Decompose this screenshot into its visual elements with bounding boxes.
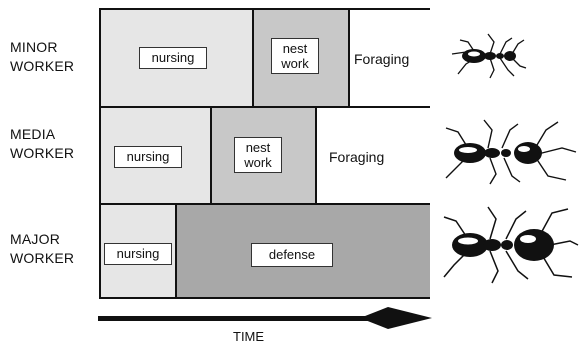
minor-nest-work-cell: nest work [253, 10, 349, 106]
time-arrow-icon [98, 307, 432, 329]
major-worker-ant-icon [443, 206, 579, 284]
minor-nest-work-label: nest work [271, 38, 319, 74]
caste-label-minor: MINOR WORKER [10, 38, 74, 76]
media-divider-a [210, 107, 212, 204]
media-nest-line2: work [244, 155, 272, 170]
major-nursing-cell: nursing [101, 205, 176, 297]
task-grid: nursing nest work Foraging nursing nest … [99, 8, 430, 299]
minor-nest-line2: work [281, 56, 309, 71]
minor-foraging-label: Foraging [354, 51, 410, 67]
media-foraging-cell: Foraging [316, 108, 430, 203]
minor-nest-line1: nest [282, 41, 308, 56]
media-foraging-label: Foraging [329, 149, 385, 165]
caste-minor-line1: MINOR [10, 39, 58, 55]
media-nursing-label: nursing [114, 146, 182, 168]
caste-media-line1: MEDIA [10, 126, 56, 142]
major-defense-label: defense [251, 243, 333, 267]
media-nest-line1: nest [245, 140, 271, 155]
media-worker-ant-icon [445, 119, 577, 185]
minor-foraging-cell: Foraging [349, 10, 430, 106]
media-nest-work-label: nest work [234, 137, 282, 173]
major-defense-cell: defense [176, 205, 430, 297]
minor-worker-ant-icon [451, 33, 527, 79]
row-minor: nursing nest work Foraging [101, 10, 430, 106]
caste-major-line1: MAJOR [10, 231, 60, 247]
major-divider-a [175, 204, 177, 299]
media-nursing-cell: nursing [101, 108, 211, 203]
caste-major-line2: WORKER [10, 250, 75, 266]
time-axis-label: TIME [233, 329, 265, 344]
row-major: nursing defense [101, 205, 430, 297]
major-nursing-label: nursing [104, 243, 172, 265]
media-nest-work-cell: nest work [211, 108, 316, 203]
caste-minor-line2: WORKER [10, 58, 75, 74]
minor-nursing-label: nursing [139, 47, 207, 69]
row-divider-1 [101, 106, 428, 108]
caste-media-line2: WORKER [10, 145, 75, 161]
caste-label-media: MEDIA WORKER [10, 125, 74, 163]
minor-divider-b [348, 10, 350, 107]
media-divider-b [315, 107, 317, 204]
minor-nursing-cell: nursing [101, 10, 253, 106]
row-media: nursing nest work Foraging [101, 108, 430, 203]
caste-label-major: MAJOR WORKER [10, 230, 74, 268]
row-divider-2 [101, 203, 428, 205]
minor-divider-a [252, 10, 254, 107]
